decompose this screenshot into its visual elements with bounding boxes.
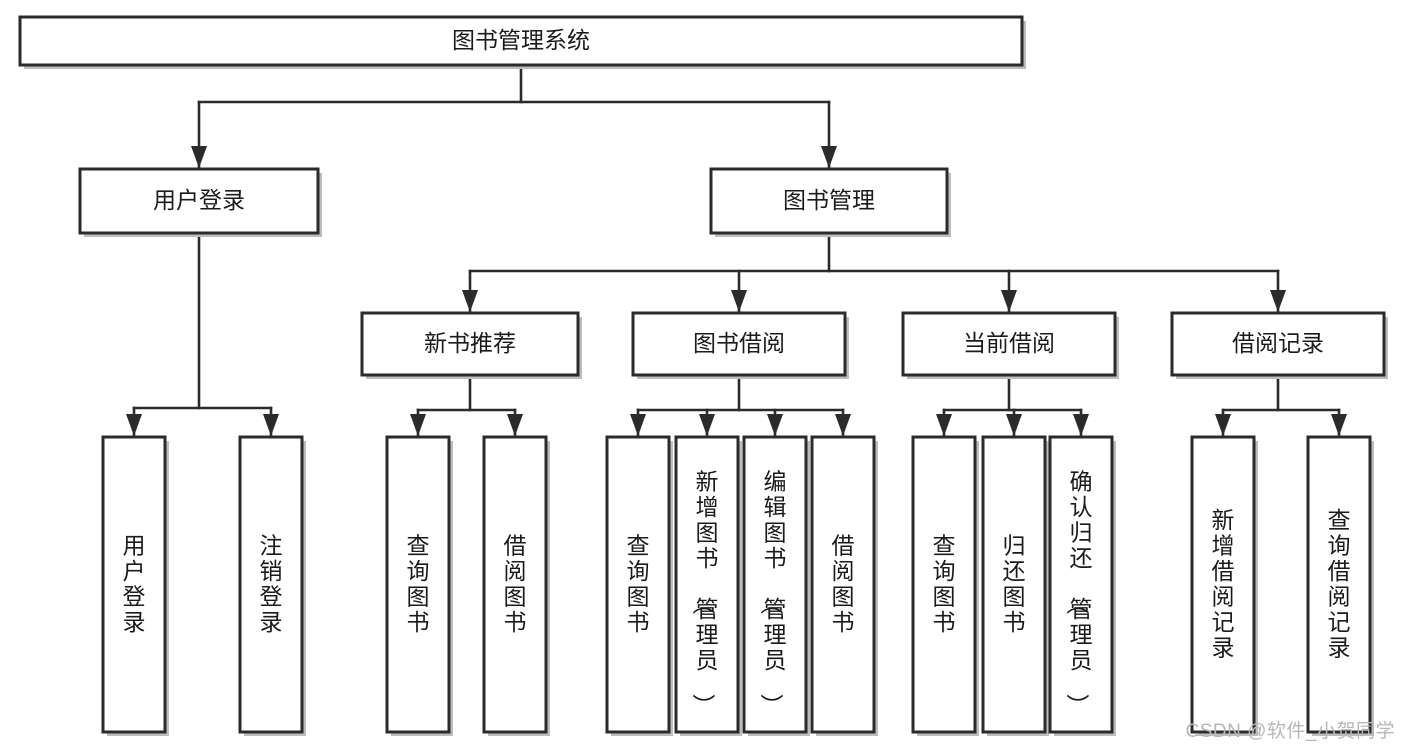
node-rect[interactable] [238, 435, 304, 734]
node-label: 图书借阅 [693, 330, 785, 356]
node-rect[interactable] [1306, 435, 1372, 734]
arrow-head-icon [1073, 414, 1089, 436]
arrow-head-icon [191, 146, 207, 168]
arrow-head-icon [462, 290, 478, 312]
node-rect[interactable] [981, 435, 1047, 734]
node-leaf-8[interactable]: 查询图书 [911, 435, 979, 736]
arrow-head-icon [699, 414, 715, 436]
node-boxes-group: 图书管理系统用户登录图书管理新书推荐图书借阅当前借阅借阅记录用户登录注销登录查询… [18, 15, 1388, 736]
node-level2-1[interactable]: 图书借阅 [631, 311, 849, 379]
node-rect[interactable] [482, 435, 548, 734]
node-label: 图书管理系统 [452, 27, 590, 53]
arrow-head-icon [821, 146, 837, 168]
node-leaf-11[interactable]: 新增借阅记录 [1190, 435, 1258, 736]
node-rect[interactable] [360, 311, 580, 377]
node-rect[interactable] [810, 435, 876, 734]
node-label: 当前借阅 [963, 330, 1055, 356]
node-leaf-7[interactable]: 借阅图书 [810, 435, 878, 736]
node-label: 确认归还（管理员） [1065, 469, 1093, 717]
node-rect[interactable] [631, 311, 847, 377]
node-leaf-6[interactable]: 编辑图书（管理员） [742, 435, 810, 736]
node-rect[interactable] [674, 435, 740, 734]
arrow-head-icon [1001, 290, 1017, 312]
arrow-head-icon [1270, 290, 1286, 312]
arrow-head-icon [1006, 414, 1022, 436]
connector-group [191, 63, 837, 170]
node-label: 查询图书 [407, 532, 430, 635]
node-label: 编辑图书（管理员） [759, 469, 787, 717]
node-level2-2[interactable]: 当前借阅 [901, 311, 1119, 379]
arrow-head-icon [126, 414, 142, 436]
node-leaf-4[interactable]: 查询图书 [605, 435, 673, 736]
node-level2-3[interactable]: 借阅记录 [1170, 311, 1388, 379]
arrow-head-icon [731, 290, 747, 312]
node-rect[interactable] [101, 435, 167, 734]
node-level1-0[interactable]: 用户登录 [78, 167, 322, 237]
arrow-head-icon [630, 414, 646, 436]
arrow-head-icon [410, 414, 426, 436]
connector-group [1215, 373, 1347, 438]
node-label: 查询图书 [933, 532, 956, 635]
connector-group [630, 373, 851, 438]
node-label: 借阅图书 [504, 532, 527, 635]
arrow-head-icon [507, 414, 523, 436]
connector-group [126, 231, 279, 438]
connector-group [462, 231, 1286, 314]
node-label: 图书管理 [783, 187, 875, 213]
node-label: 用户登录 [153, 187, 245, 213]
node-label: 查询图书 [627, 532, 650, 635]
node-leaf-10[interactable]: 确认归还（管理员） [1048, 435, 1116, 736]
node-label: 注销登录 [260, 532, 283, 635]
node-label: 用户登录 [123, 532, 146, 635]
node-leaf-5[interactable]: 新增图书（管理员） [674, 435, 742, 736]
arrow-head-icon [835, 414, 851, 436]
node-leaf-1[interactable]: 注销登录 [238, 435, 306, 736]
node-leaf-3[interactable]: 借阅图书 [482, 435, 550, 736]
node-level1-1[interactable]: 图书管理 [709, 167, 951, 237]
node-rect[interactable] [1170, 311, 1386, 377]
node-rect[interactable] [1190, 435, 1256, 734]
node-leaf-12[interactable]: 查询借阅记录 [1306, 435, 1374, 736]
connector-lines-group [126, 63, 1347, 438]
node-label: 新增图书（管理员） [691, 469, 719, 717]
node-leaf-2[interactable]: 查询图书 [385, 435, 453, 736]
node-rect[interactable] [1048, 435, 1114, 734]
arrow-head-icon [936, 414, 952, 436]
node-level2-0[interactable]: 新书推荐 [360, 311, 582, 379]
node-label: 归还图书 [1003, 532, 1026, 635]
node-root-0[interactable]: 图书管理系统 [18, 15, 1026, 69]
arrow-head-icon [767, 414, 783, 436]
node-label: 查询借阅记录 [1328, 507, 1351, 661]
arrow-head-icon [263, 414, 279, 436]
arrow-head-icon [1331, 414, 1347, 436]
node-leaf-9[interactable]: 归还图书 [981, 435, 1049, 736]
connector-group [410, 373, 523, 438]
node-rect[interactable] [18, 15, 1024, 67]
node-rect[interactable] [709, 167, 949, 235]
node-label: 新增借阅记录 [1212, 507, 1235, 661]
node-leaf-0[interactable]: 用户登录 [101, 435, 169, 736]
node-rect[interactable] [78, 167, 320, 235]
node-label: 借阅图书 [832, 532, 855, 635]
node-rect[interactable] [742, 435, 808, 734]
node-rect[interactable] [911, 435, 977, 734]
connector-group [936, 373, 1089, 438]
node-rect[interactable] [901, 311, 1117, 377]
arrow-head-icon [1215, 414, 1231, 436]
node-label: 新书推荐 [424, 330, 516, 356]
csdn-watermark: CSDN @软件_小贺同学 [1185, 721, 1395, 742]
node-rect[interactable] [605, 435, 671, 734]
node-rect[interactable] [385, 435, 451, 734]
node-label: 借阅记录 [1232, 330, 1324, 356]
